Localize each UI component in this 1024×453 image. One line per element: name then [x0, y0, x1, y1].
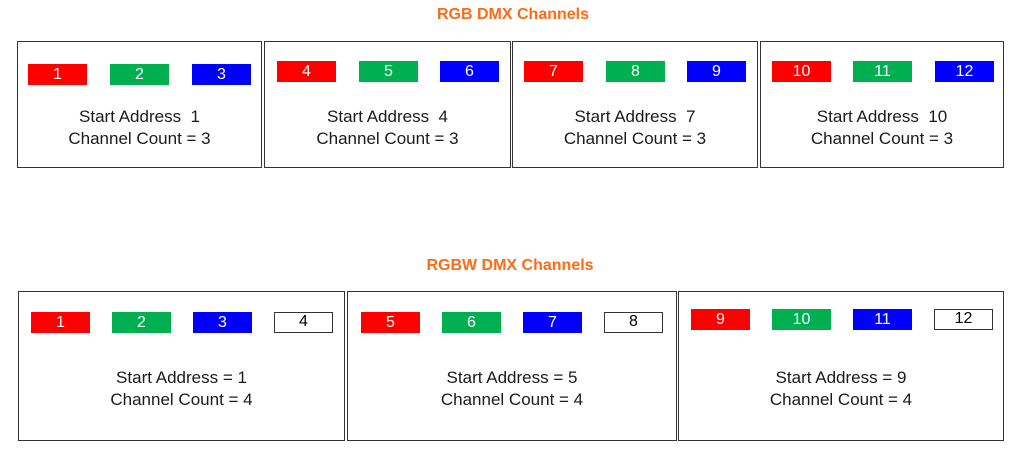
dmx-channel-red: 5: [361, 312, 420, 333]
dmx-channel-blue: 3: [193, 312, 252, 333]
dmx-channel-blue: 3: [192, 64, 251, 85]
dmx-channel-red: 7: [524, 61, 583, 82]
channel-count-label: Channel Count = 4: [769, 390, 913, 409]
fixture-info: Start Address = 1 Channel Count = 4: [19, 367, 344, 411]
fixture-info: Start Address 7 Channel Count = 3: [513, 106, 757, 150]
channel-count-label: Channel Count = 4: [440, 390, 584, 409]
channel-count-label: Channel Count = 3: [68, 129, 211, 148]
dmx-channel-red: 4: [277, 61, 336, 82]
start-address-label: Start Address 4: [327, 107, 448, 126]
fixture-info: Start Address = 5 Channel Count = 4: [348, 367, 676, 411]
dmx-channel-green: 11: [853, 61, 912, 82]
channel-count-label: Channel Count = 4: [110, 390, 253, 409]
dmx-channel-blue: 9: [687, 61, 746, 82]
dmx-channel-red: 9: [691, 309, 750, 330]
dmx-channel-blue: 6: [440, 61, 499, 82]
fixture-info: Start Address 4 Channel Count = 3: [265, 106, 510, 150]
dmx-channel-red: 1: [31, 312, 90, 333]
rgb-fixture-box-1: Start Address 1 Channel Count = 3: [17, 41, 262, 168]
start-address-label: Start Address = 1: [116, 368, 247, 387]
fixture-info: Start Address 10 Channel Count = 3: [761, 106, 1003, 150]
dmx-channel-red: 1: [28, 64, 87, 85]
dmx-channel-red: 10: [772, 61, 831, 82]
start-address-label: Start Address = 5: [446, 368, 578, 387]
fixture-info: Start Address 1 Channel Count = 3: [18, 106, 261, 150]
channel-count-label: Channel Count = 3: [563, 129, 707, 148]
start-address-label: Start Address 7: [574, 107, 696, 126]
dmx-channel-green: 2: [110, 64, 169, 85]
dmx-channel-green: 10: [772, 309, 831, 330]
dmx-channel-blue: 11: [853, 309, 912, 330]
dmx-channel-green: 6: [442, 312, 501, 333]
dmx-channel-white: 8: [604, 312, 663, 333]
dmx-channel-blue: 12: [935, 61, 994, 82]
channel-count-label: Channel Count = 3: [810, 129, 954, 148]
start-address-label: Start Address 1: [79, 107, 200, 126]
start-address-label: Start Address = 9: [775, 368, 907, 387]
dmx-channel-green: 8: [606, 61, 665, 82]
dmx-channel-white: 4: [274, 312, 333, 333]
rgbw-section-title: RGBW DMX Channels: [426, 257, 594, 274]
dmx-channel-green: 5: [359, 61, 418, 82]
dmx-channel-blue: 7: [523, 312, 582, 333]
channel-count-label: Channel Count = 3: [316, 129, 459, 148]
dmx-channel-white: 12: [934, 309, 993, 330]
rgb-section-title: RGB DMX Channels: [436, 6, 589, 23]
start-address-label: Start Address 10: [816, 107, 948, 126]
dmx-channel-green: 2: [112, 312, 171, 333]
fixture-info: Start Address = 9 Channel Count = 4: [679, 367, 1003, 411]
